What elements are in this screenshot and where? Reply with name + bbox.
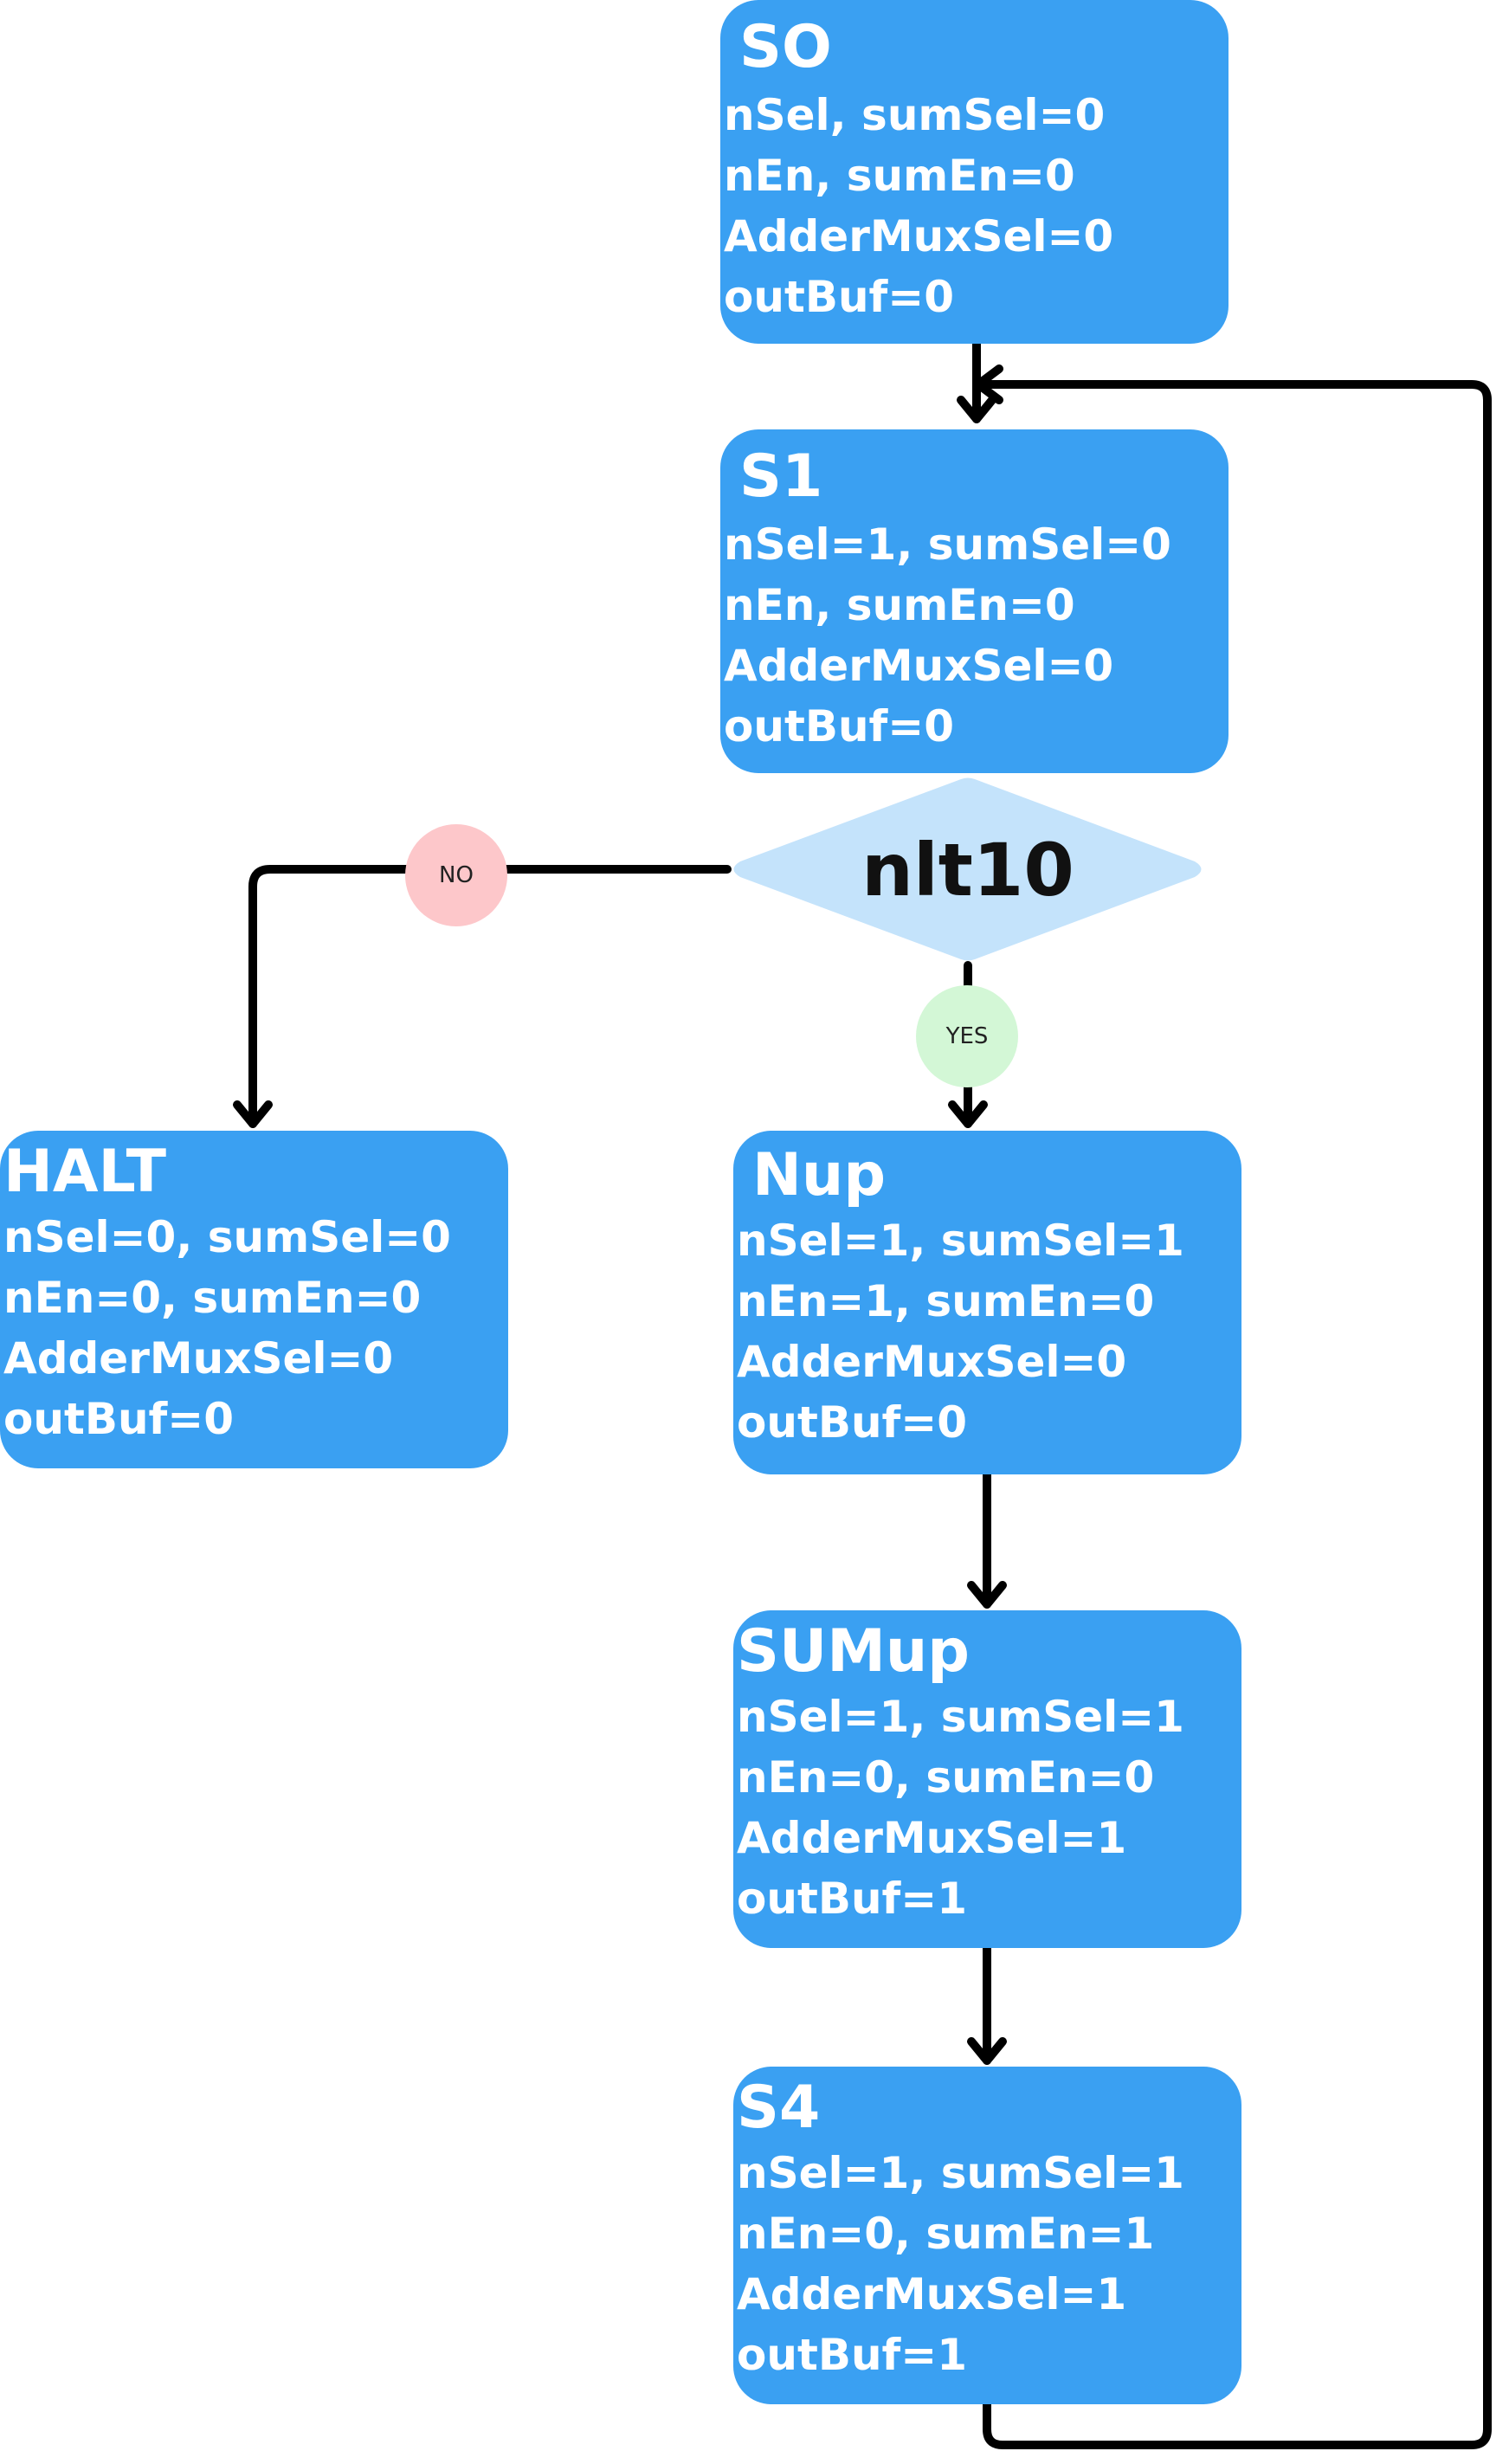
state-line: outBuf=0 [3, 1394, 234, 1444]
state-line: outBuf=0 [737, 1397, 967, 1448]
state-line: nSel, sumSel=0 [724, 90, 1106, 140]
state-line: nEn, sumEn=0 [724, 151, 1075, 201]
state-line: AdderMuxSel=0 [724, 641, 1114, 691]
state-nup: Nup nSel=1, sumSel=1 nEn=1, sumEn=0 Adde… [733, 1131, 1241, 1474]
state-line: nEn=1, sumEn=0 [737, 1276, 1155, 1326]
state-s0: SO nSel, sumSel=0 nEn, sumEn=0 AdderMuxS… [720, 0, 1228, 344]
state-s4: S4 nSel=1, sumSel=1 nEn=0, sumEn=1 Adder… [733, 2067, 1241, 2404]
state-line: outBuf=1 [737, 1874, 967, 1924]
arrowhead-s4 [967, 2037, 1007, 2065]
state-line: nEn, sumEn=0 [724, 580, 1075, 630]
arrowhead-sumup [967, 1581, 1007, 1609]
state-title: SO [739, 13, 832, 81]
state-halt: HALT nSel=0, sumSel=0 nEn=0, sumEn=0 Add… [0, 1131, 508, 1468]
state-line: outBuf=0 [724, 272, 954, 322]
arrowhead-nup [948, 1100, 988, 1128]
state-line: nSel=1, sumSel=1 [737, 1692, 1184, 1742]
decision-label: nlt10 [861, 828, 1074, 913]
arrowhead-halt [233, 1100, 273, 1128]
state-sumup: SUMup nSel=1, sumSel=1 nEn=0, sumEn=0 Ad… [733, 1610, 1241, 1948]
state-line: nSel=0, sumSel=0 [3, 1212, 451, 1262]
edge-no-to-halt [248, 865, 732, 1128]
state-line: nSel=1, sumSel=0 [724, 519, 1171, 570]
arrowhead-loop-into-s1 [974, 364, 1003, 404]
state-title: SUMup [737, 1617, 970, 1686]
state-line: AdderMuxSel=0 [724, 211, 1114, 261]
state-line: nSel=1, sumSel=1 [737, 1216, 1184, 1266]
state-line: nEn=0, sumEn=1 [737, 2209, 1155, 2259]
state-title: S1 [739, 442, 823, 511]
yes-branch-badge: YES [916, 985, 1018, 1087]
state-title: HALT [3, 1138, 166, 1206]
state-title: Nup [752, 1141, 886, 1209]
state-line: nEn=0, sumEn=0 [737, 1752, 1155, 1803]
state-line: AdderMuxSel=1 [737, 1813, 1127, 1863]
edge-s4-to-s1-loop [974, 380, 1492, 2449]
state-title: S4 [737, 2074, 821, 2142]
state-line: outBuf=1 [737, 2330, 967, 2380]
state-s1: S1 nSel=1, sumSel=0 nEn, sumEn=0 AdderMu… [720, 429, 1228, 773]
state-line: nSel=1, sumSel=1 [737, 2148, 1184, 2198]
state-line: outBuf=0 [724, 701, 954, 751]
no-branch-badge: NO [405, 824, 507, 926]
state-line: AdderMuxSel=0 [3, 1333, 394, 1384]
decision-diamond [733, 777, 1202, 961]
state-line: nEn=0, sumEn=0 [3, 1273, 422, 1323]
arrowhead-s1-top [957, 396, 996, 423]
state-line: AdderMuxSel=1 [737, 2269, 1127, 2319]
state-line: AdderMuxSel=0 [737, 1337, 1127, 1387]
